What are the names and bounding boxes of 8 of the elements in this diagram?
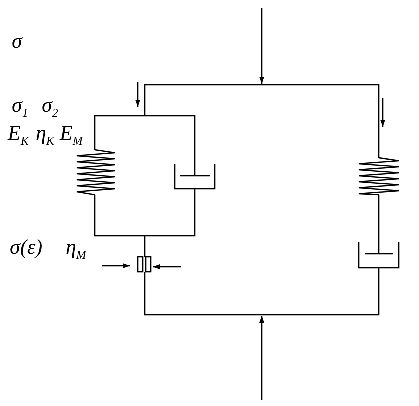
- stress-function: σ(ε): [10, 236, 43, 259]
- modulus-symbol: E$_{K}$: [8, 122, 29, 150]
- stress-symbol: σ: [12, 30, 22, 53]
- viscosity-symbol: η$_{M}$: [66, 236, 86, 264]
- viscosity-symbol: η$_{K}$: [36, 122, 54, 150]
- stress-symbol: σ$_{2}$: [42, 94, 58, 122]
- modulus-symbol: E$_{M}$: [60, 122, 83, 150]
- stress-symbol: σ$_{1}$: [12, 94, 28, 122]
